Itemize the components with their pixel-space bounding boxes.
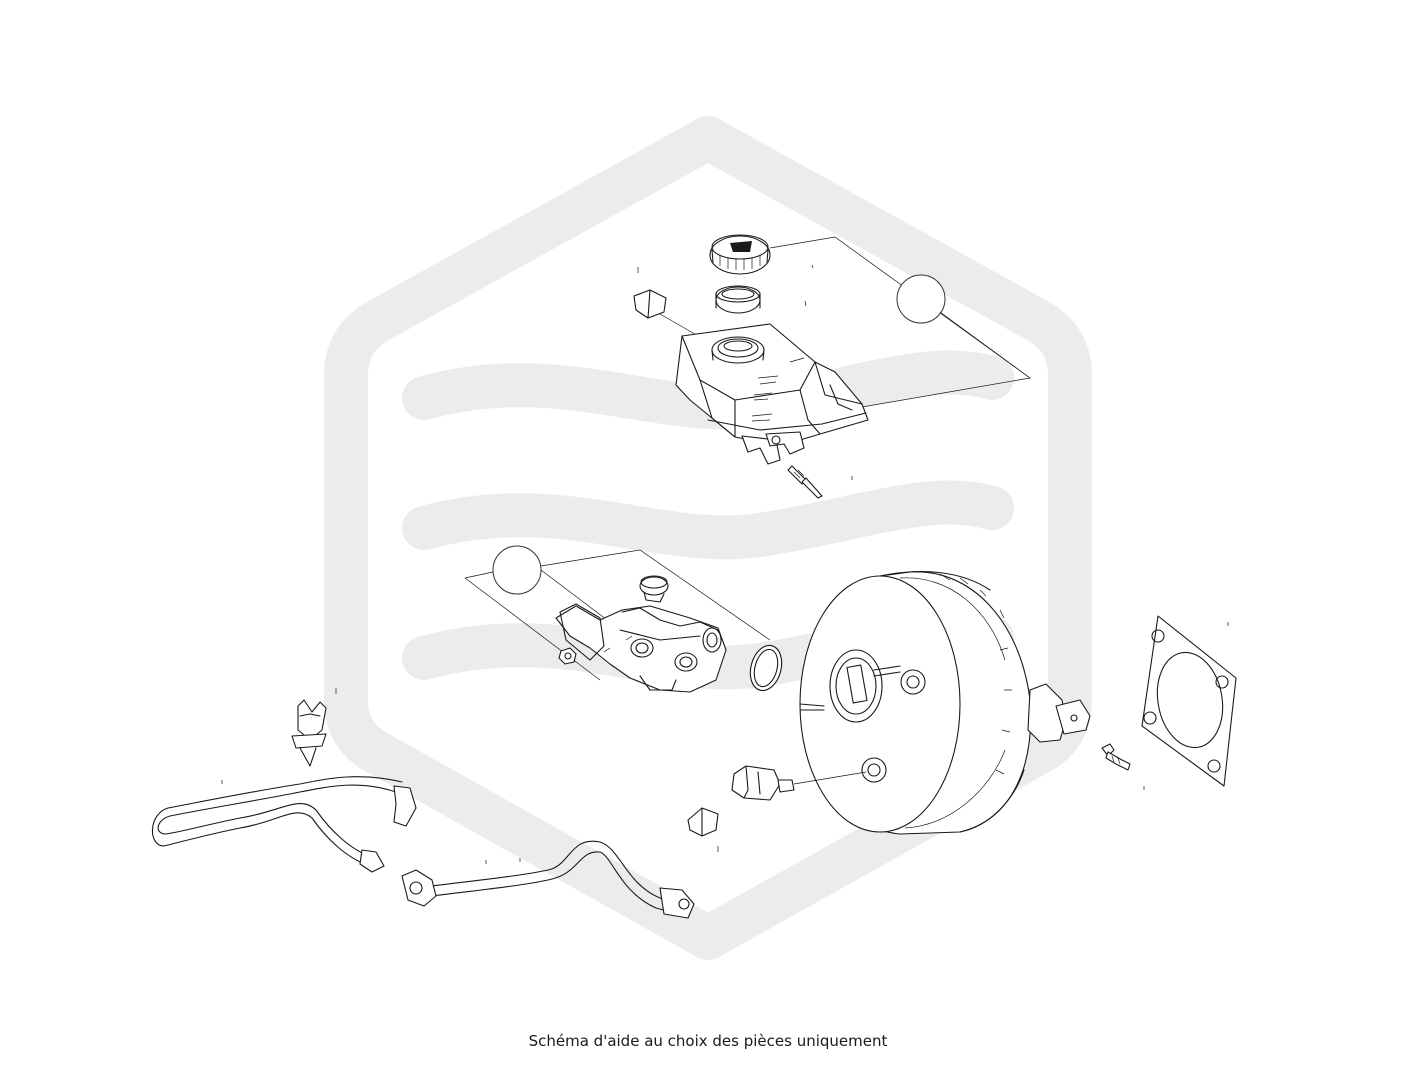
vacuum-sensor[interactable] xyxy=(731,765,795,801)
level-sensor-pin[interactable] xyxy=(787,465,823,499)
master-cylinder-plug[interactable] xyxy=(639,575,669,603)
diagram-caption: Schéma d'aide au choix des pièces unique… xyxy=(528,1032,888,1050)
reservoir-cap[interactable] xyxy=(709,234,771,275)
brake-fluid-reservoir[interactable] xyxy=(675,323,869,465)
hose-clip[interactable] xyxy=(291,699,327,767)
booster-bolt[interactable] xyxy=(1101,743,1131,771)
callout-circle-master-cylinder xyxy=(492,545,542,595)
reservoir-connector[interactable] xyxy=(633,289,667,319)
booster-gasket[interactable] xyxy=(1141,615,1237,787)
master-cylinder-nut[interactable] xyxy=(558,647,577,665)
brake-booster[interactable] xyxy=(799,571,1091,835)
master-cylinder[interactable] xyxy=(555,603,727,693)
vacuum-hose[interactable] xyxy=(151,776,695,919)
reservoir-seal[interactable] xyxy=(715,285,761,314)
sensor-connector[interactable] xyxy=(687,807,719,837)
callout-circle-reservoir xyxy=(896,274,946,324)
master-cylinder-seal[interactable] xyxy=(746,642,787,694)
